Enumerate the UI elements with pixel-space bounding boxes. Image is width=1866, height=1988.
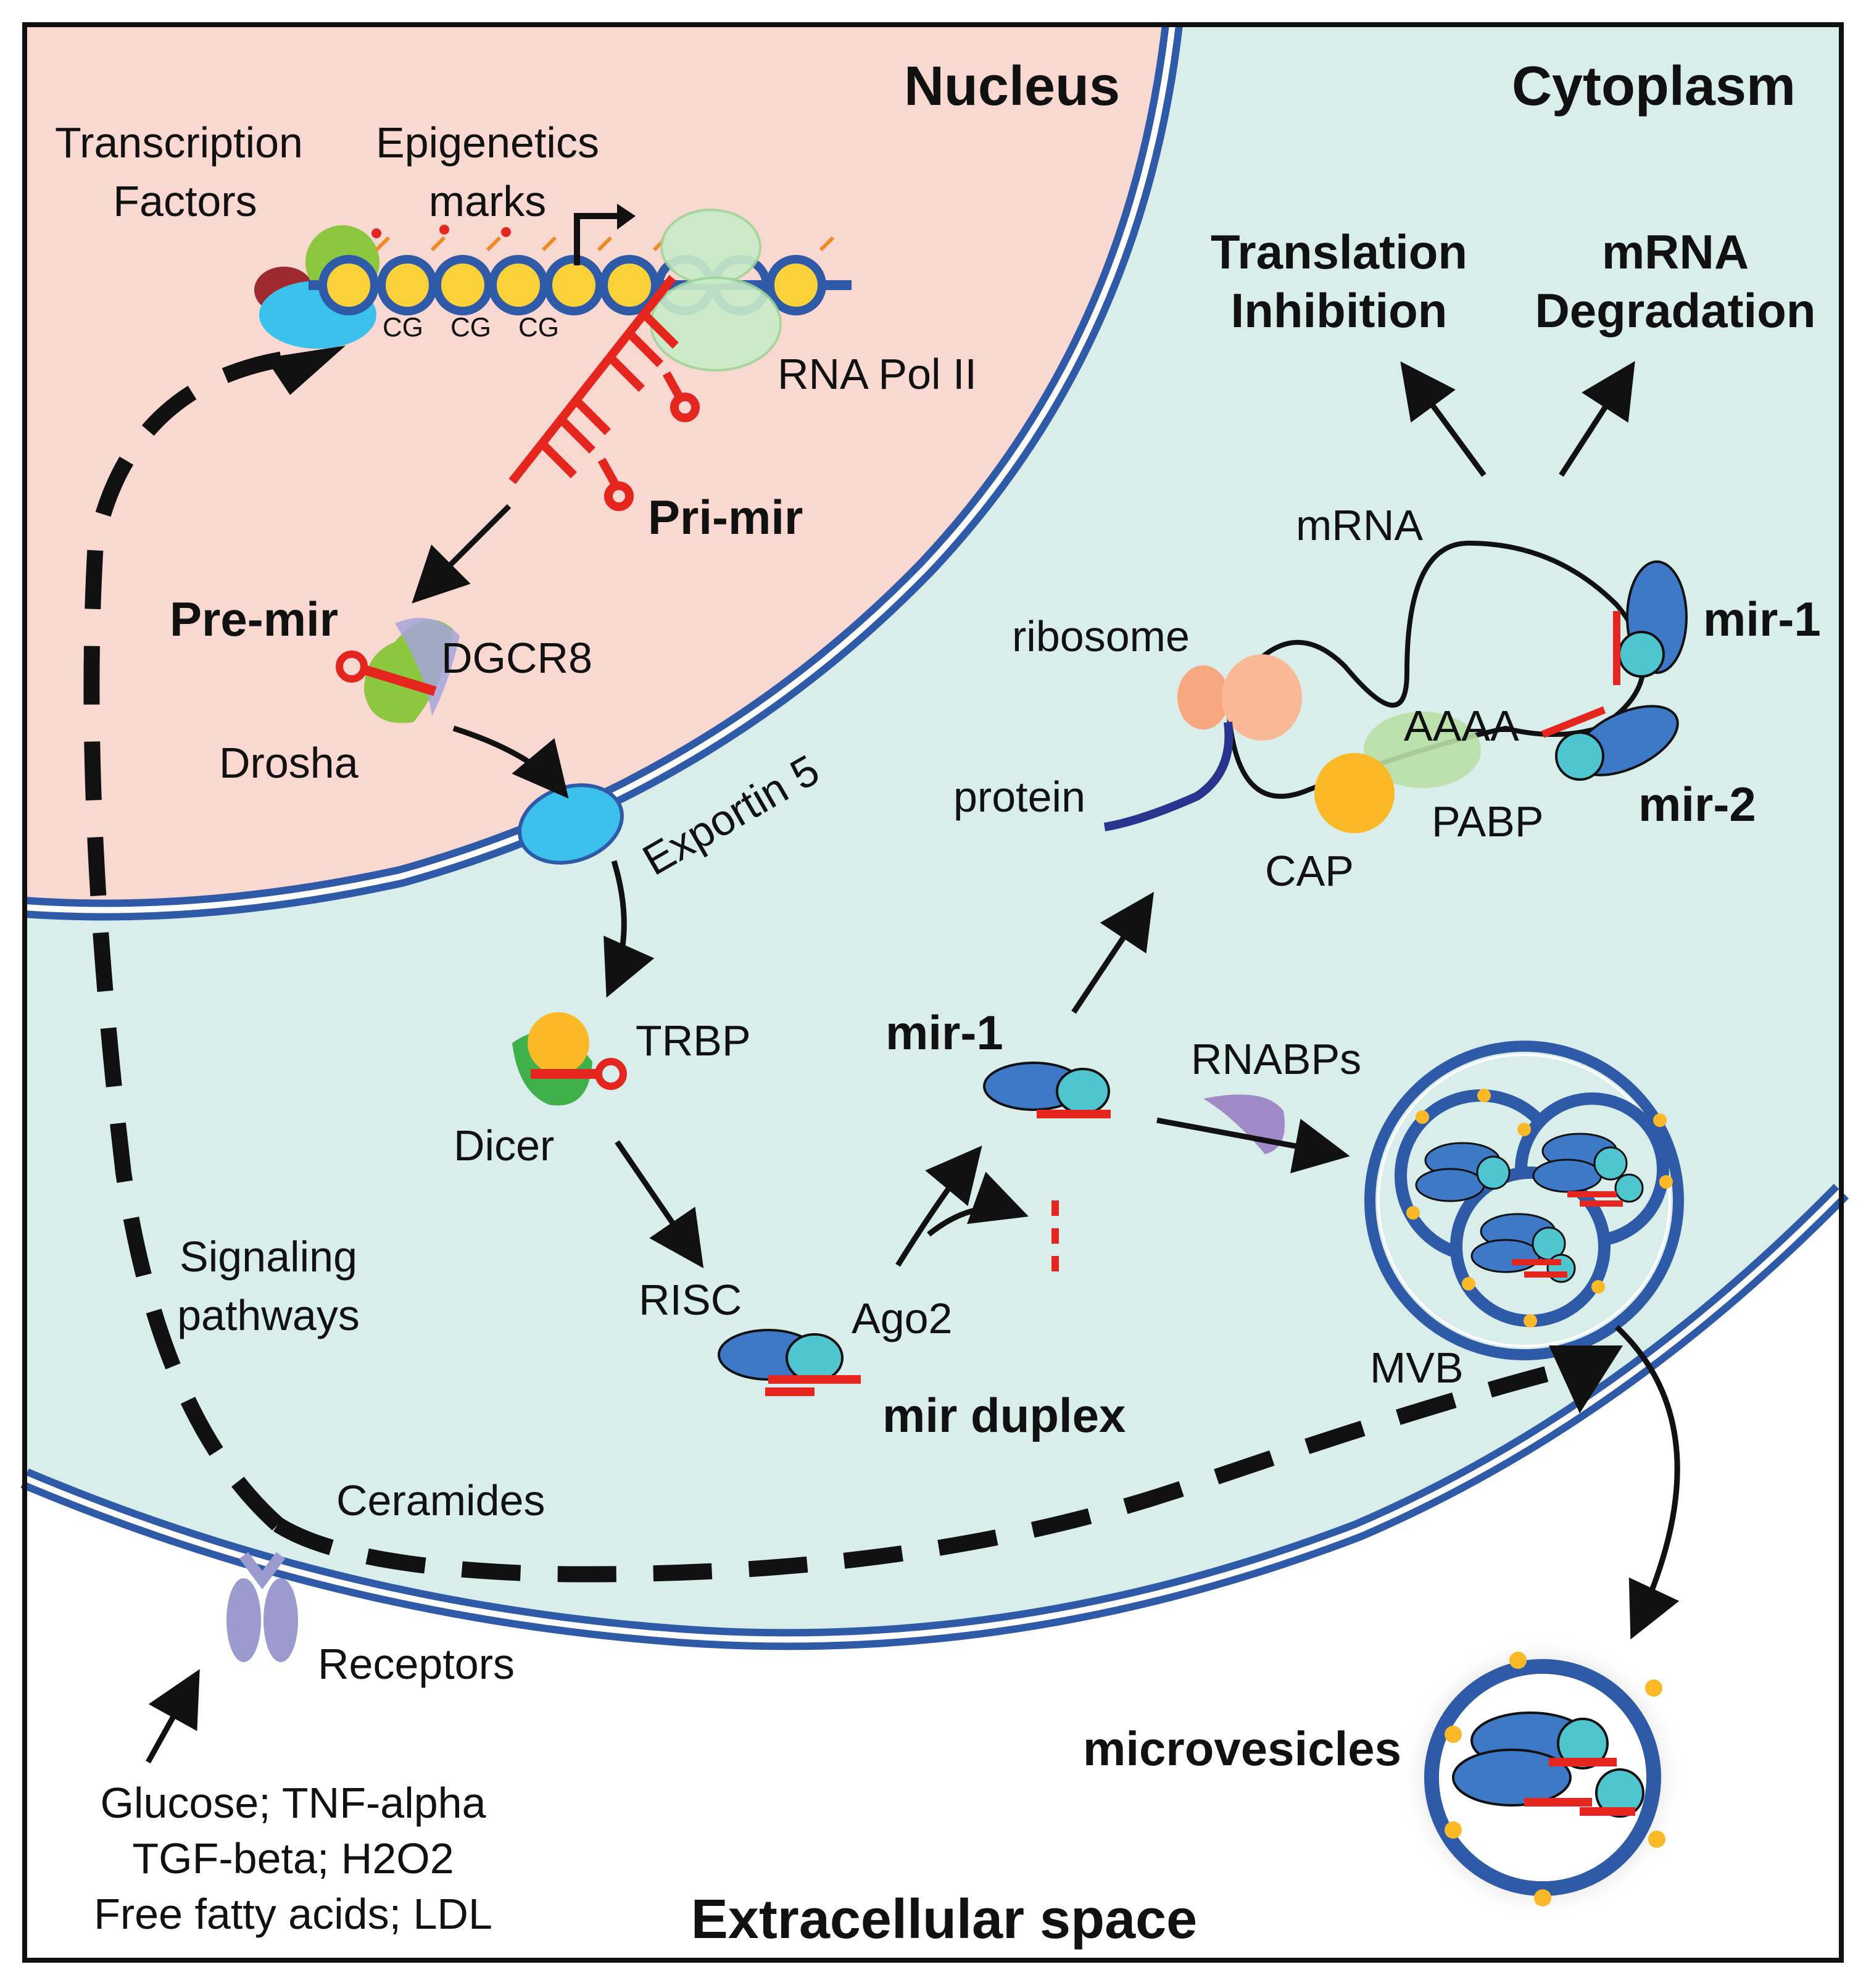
frame — [22, 22, 1844, 1963]
cg-label-1: CG — [383, 312, 423, 343]
receptors-label: Receptors — [318, 1640, 515, 1688]
dashed-to-mvb — [273, 1362, 1564, 1582]
mir2-right-complex-icon — [1541, 705, 1679, 781]
pri-mir-hairpin-icon — [508, 275, 700, 511]
protein-chain — [1103, 722, 1234, 831]
risc-complex-icon — [718, 1329, 861, 1396]
translation-inhibition-label-1: Translation — [1211, 225, 1467, 279]
dashed-arrowhead-nucleus — [265, 346, 346, 395]
mvb-label: MVB — [1370, 1344, 1464, 1392]
transcription-factors-label-1: Transcription — [55, 119, 303, 167]
tss-arrow — [574, 213, 620, 265]
stimuli-label-2: TGF-beta; H2O2 — [132, 1834, 454, 1882]
drosha-label: Drosha — [219, 739, 359, 787]
tss-arrowhead — [617, 204, 636, 230]
pre-mir-label: Pre-mir — [170, 592, 338, 646]
signaling-dashed-path — [83, 350, 1564, 1582]
arrow-exportin-to-dicer — [603, 860, 655, 998]
dgcr8-label: DGCR8 — [441, 634, 592, 682]
extracellular-title: Extracellular space — [691, 1889, 1198, 1950]
mir1-right-complex-icon — [1613, 560, 1688, 685]
arrow-risc-to-passenger — [927, 1171, 1029, 1237]
arrow-dicer-to-risc — [615, 1140, 704, 1268]
ago2-label: Ago2 — [852, 1294, 952, 1342]
pri-mir-label: Pri-mir — [648, 490, 803, 544]
mir1-right-label: mir-1 — [1703, 592, 1821, 646]
mir-duplex-label: mir duplex — [882, 1388, 1126, 1442]
ribosome-icon — [1177, 654, 1302, 741]
microvesicles-label: microvesicles — [1083, 1721, 1401, 1776]
extracellular-content — [226, 1552, 1685, 1919]
receptor-icon — [226, 1552, 298, 1662]
rnabps-label: RNABPs — [1191, 1035, 1361, 1083]
trbp-label: TRBP — [636, 1017, 751, 1065]
mir1-complex-icon — [983, 1062, 1111, 1118]
cap-label: CAP — [1265, 847, 1354, 895]
cg-label-2: CG — [450, 312, 491, 343]
stimuli-label-1: Glucose; TNF-alpha — [100, 1779, 486, 1827]
mir1-mid-label: mir-1 — [885, 1005, 1003, 1060]
arrow-mir1-to-mvb — [1156, 1117, 1350, 1174]
arrow-to-mrna-degradation — [1559, 360, 1635, 477]
pabp-icon — [1364, 712, 1481, 788]
arrow-mvb-to-microvesicles — [1614, 1325, 1680, 1640]
mvb-vesicle-icon — [1364, 1041, 1684, 1360]
stimuli-label-3: Free fatty acids; LDL — [94, 1890, 492, 1938]
protein-label: protein — [953, 773, 1085, 821]
rna-pol-label: RNA Pol II — [778, 350, 977, 398]
cap-icon — [1314, 753, 1395, 833]
signaling-label-2: pathways — [177, 1291, 360, 1339]
microvesicle-icon — [1401, 1636, 1685, 1919]
cytoplasm-content — [512, 540, 1688, 1396]
arrow-to-translation-inhibition — [1400, 361, 1487, 477]
ceramides-label: Ceramides — [336, 1476, 545, 1524]
labels: Nucleus Cytoplasm Extracellular space Tr… — [55, 56, 1821, 1950]
rna-pol-lower — [650, 277, 782, 372]
arrows — [146, 360, 1680, 1764]
arrow-stimuli-to-receptors — [146, 1669, 200, 1764]
dicer-label: Dicer — [454, 1121, 554, 1170]
cytoplasm-title: Cytoplasm — [1512, 56, 1796, 117]
mrna-degradation-label-2: Degradation — [1535, 283, 1815, 338]
mir2-right-label: mir-2 — [1638, 777, 1756, 831]
mrna-label: mRNA — [1296, 501, 1423, 549]
rna-pol-upper — [660, 209, 761, 285]
arrow-primir-to-premir — [412, 504, 512, 604]
transcription-factors-label-2: Factors — [113, 177, 257, 225]
epigenetics-label-2: marks — [429, 177, 547, 225]
dgcr8-drosha-complex-icon — [336, 618, 460, 723]
cg-label-3: CG — [518, 312, 559, 343]
arrow-mir1-to-mrna — [1071, 892, 1154, 1014]
nucleus-content — [254, 204, 852, 865]
nucleus-title: Nucleus — [904, 56, 1120, 117]
translation-inhibition-label-2: Inhibition — [1231, 283, 1448, 338]
dashed-to-nucleus — [83, 350, 291, 1531]
epigenetics-label-1: Epigenetics — [376, 119, 599, 167]
dashed-arrowhead-mvb — [1549, 1345, 1623, 1413]
mrna-degradation-label-1: mRNA — [1602, 225, 1749, 279]
aaaa-label: AAAA — [1404, 702, 1519, 750]
dicer-trbp-complex-icon — [512, 1012, 627, 1106]
risc-label: RISC — [639, 1276, 742, 1324]
signaling-label-1: Signaling — [180, 1233, 357, 1281]
arrow-risc-to-mir1 — [895, 1146, 982, 1267]
ribosome-label: ribosome — [1012, 612, 1190, 660]
pabp-label: PABP — [1432, 797, 1544, 846]
arrow-premir-to-exportin — [452, 725, 569, 799]
